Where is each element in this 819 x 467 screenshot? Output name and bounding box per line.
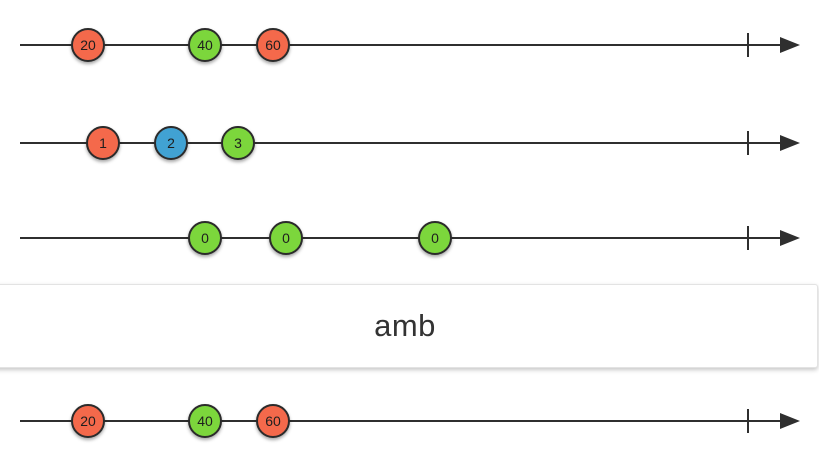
marble-input-2-1[interactable]: 2: [154, 126, 188, 160]
marble-input-2-0[interactable]: 1: [86, 126, 120, 160]
marble-input-3-2[interactable]: 0: [418, 221, 452, 255]
timeline-line-input-3: [20, 237, 786, 239]
timeline-line-input-2: [20, 142, 786, 144]
completion-tick-input-1[interactable]: [747, 33, 749, 57]
completion-tick-input-3[interactable]: [747, 226, 749, 250]
arrowhead-icon: [780, 37, 800, 53]
marble-input-3-1[interactable]: 0: [269, 221, 303, 255]
marble-input-1-0[interactable]: 20: [71, 28, 105, 62]
arrowhead-icon: [780, 230, 800, 246]
marble-output-0: 20: [71, 404, 105, 438]
marble-input-2-2[interactable]: 3: [221, 126, 255, 160]
completion-tick-output: [747, 409, 749, 433]
operator-box: amb: [0, 284, 818, 368]
arrowhead-icon: [780, 135, 800, 151]
marble-input-1-1[interactable]: 40: [188, 28, 222, 62]
marble-output-2: 60: [256, 404, 290, 438]
timeline-line-input-1: [20, 44, 786, 46]
marble-input-3-0[interactable]: 0: [188, 221, 222, 255]
arrowhead-icon: [780, 413, 800, 429]
timeline-line-output: [20, 420, 786, 422]
marble-output-1: 40: [188, 404, 222, 438]
operator-label: amb: [374, 308, 436, 343]
completion-tick-input-2[interactable]: [747, 131, 749, 155]
marble-input-1-2[interactable]: 60: [256, 28, 290, 62]
